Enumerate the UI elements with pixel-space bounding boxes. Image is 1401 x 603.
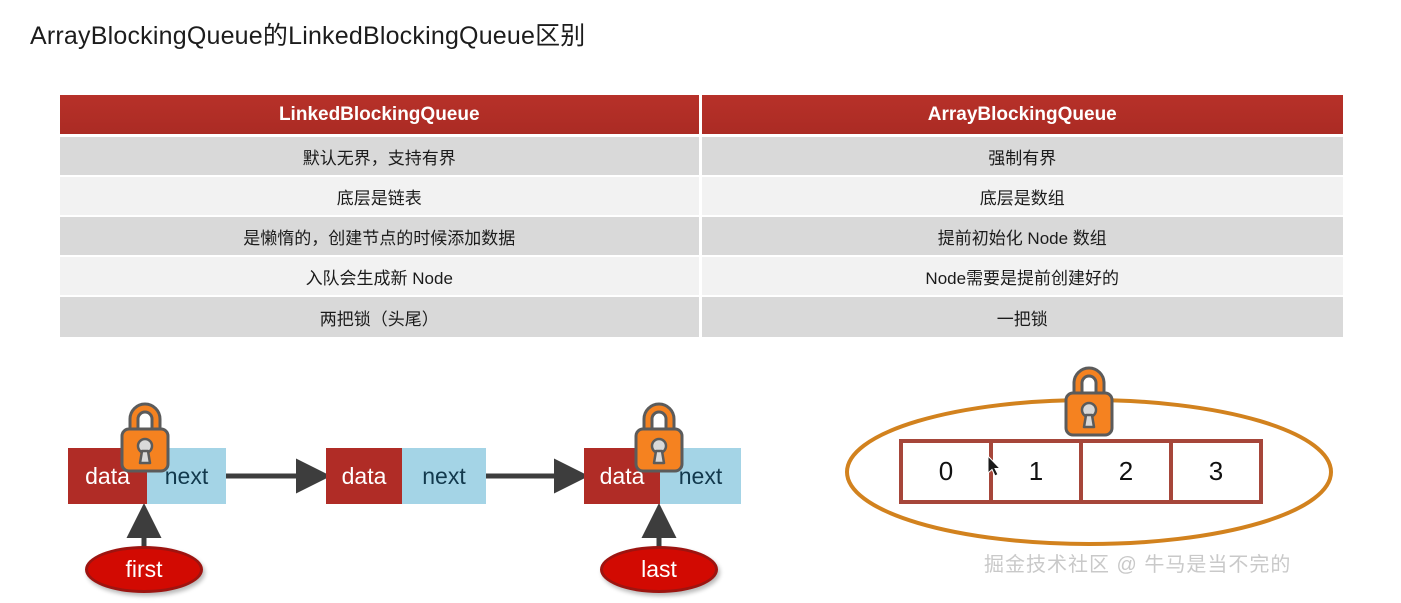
- table-cell: 默认无界，支持有界: [60, 137, 702, 177]
- table-cell: 强制有界: [701, 137, 1343, 177]
- node-next-cell: next: [402, 448, 486, 504]
- page-title: ArrayBlockingQueue的LinkedBlockingQueue区别: [30, 22, 586, 50]
- table-cell: Node需要是提前创建好的: [701, 257, 1343, 297]
- table-row: 是懒惰的，创建节点的时候添加数据 提前初始化 Node 数组: [60, 217, 1343, 257]
- pointer-label-first: first: [85, 546, 203, 593]
- watermark-text: 掘金技术社区 @ 牛马是当不完的: [984, 554, 1292, 576]
- table-row: 入队会生成新 Node Node需要是提前创建好的: [60, 257, 1343, 297]
- table-row: 默认无界，支持有界 强制有界: [60, 137, 1343, 177]
- column-header-array: ArrayBlockingQueue: [701, 95, 1343, 137]
- pointer-label-last: last: [600, 546, 718, 593]
- table-row: 底层是链表 底层是数组: [60, 177, 1343, 217]
- comparison-table: LinkedBlockingQueue ArrayBlockingQueue 默…: [60, 95, 1343, 337]
- table-row: 两把锁（头尾） 一把锁: [60, 297, 1343, 337]
- column-header-linked: LinkedBlockingQueue: [60, 95, 702, 137]
- table-cell: 两把锁（头尾）: [60, 297, 702, 337]
- lock-icon: [1058, 361, 1120, 439]
- table-header-row: LinkedBlockingQueue ArrayBlockingQueue: [60, 95, 1343, 137]
- mouse-cursor: [988, 456, 1004, 478]
- array-cell-0: 0: [899, 439, 993, 504]
- list-node-2: data next: [326, 448, 486, 504]
- table-cell: 是懒惰的，创建节点的时候添加数据: [60, 217, 702, 257]
- node-data-cell: data: [326, 448, 402, 504]
- diagram-area: data next data next data next first last…: [0, 355, 1401, 603]
- lock-icon: [628, 397, 690, 475]
- table-cell: 提前初始化 Node 数组: [701, 217, 1343, 257]
- node-data-cell: data: [584, 448, 660, 504]
- array-cell-3: 3: [1169, 439, 1263, 504]
- array-cell-2: 2: [1079, 439, 1173, 504]
- table-cell: 底层是链表: [60, 177, 702, 217]
- lock-icon: [114, 397, 176, 475]
- list-node-1: data next: [68, 448, 226, 504]
- node-data-cell: data: [68, 448, 147, 504]
- table-cell: 一把锁: [701, 297, 1343, 337]
- table-cell: 底层是数组: [701, 177, 1343, 217]
- table-cell: 入队会生成新 Node: [60, 257, 702, 297]
- array-cells: 0 1 2 3: [899, 439, 1263, 504]
